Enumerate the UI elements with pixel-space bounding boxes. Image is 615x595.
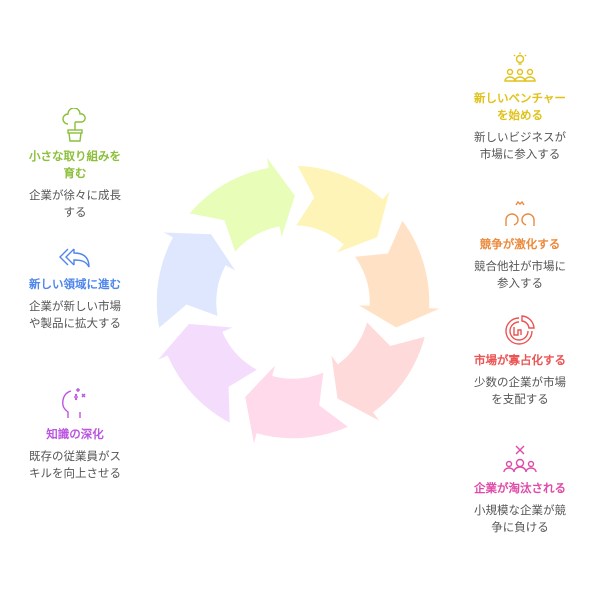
- item-description: 小規模な企業が競争に負ける: [474, 503, 566, 534]
- competing-heads-icon: [505, 200, 535, 226]
- item-nurture: 小さな取り組みを育む 企業が徐々に成長する: [25, 108, 125, 221]
- item-competition: 競争が激化する 競合他社が市場に参入する: [470, 200, 570, 292]
- item-knowledge: 知識の深化 既存の従業員がスキルを向上させる: [25, 386, 125, 482]
- item-title: 市場が寡占化する: [474, 353, 566, 367]
- potted-plant-icon: [62, 108, 86, 142]
- market-share-chart-icon: [505, 315, 535, 345]
- item-title: 企業が淘汰される: [474, 481, 566, 495]
- cycle-arrow-venture: [293, 164, 392, 256]
- cycle-arrow-oligopoly: [329, 319, 427, 424]
- item-description: 企業が徐々に成長する: [29, 188, 121, 219]
- item-description: 競合他社が市場に参入する: [474, 259, 566, 290]
- item-oligopoly: 市場が寡占化する 少数の企業が市場を支配する: [470, 314, 570, 408]
- cycle-arrow-expansion: [155, 230, 239, 331]
- cycle-arrow-knowledge: [154, 322, 260, 426]
- double-arrow-back-icon: [59, 248, 90, 268]
- cycle-arrow-eliminated: [243, 362, 351, 447]
- people-cross-icon: [503, 445, 537, 473]
- item-description: 既存の従業員がスキルを向上させる: [29, 449, 121, 480]
- item-title: 知識の深化: [46, 427, 104, 441]
- item-description: 少数の企業が市場を支配する: [474, 375, 566, 406]
- item-title: 競争が激化する: [479, 237, 561, 251]
- item-description: 企業が新しい市場や製品に拡大する: [29, 299, 121, 330]
- item-description: 新しいビジネスが市場に参入する: [474, 130, 566, 161]
- item-title: 新しいベンチャーを始める: [474, 91, 566, 122]
- item-eliminated: 企業が淘汰される 小規模な企業が競争に負ける: [470, 444, 570, 536]
- cycle-arrow-nurture: [186, 154, 297, 255]
- item-title: 新しい領域に進む: [29, 277, 121, 291]
- item-expansion: 新しい領域に進む 企業が新しい市場や製品に拡大する: [25, 246, 125, 332]
- lightbulb-people-icon: [504, 52, 536, 82]
- item-venture: 新しいベンチャーを始める 新しいビジネスが市場に参入する: [470, 52, 570, 163]
- cycle-arrow-competition: [352, 217, 444, 330]
- item-title: 小さな取り組みを育む: [29, 149, 121, 180]
- head-thinking-icon: [62, 388, 86, 418]
